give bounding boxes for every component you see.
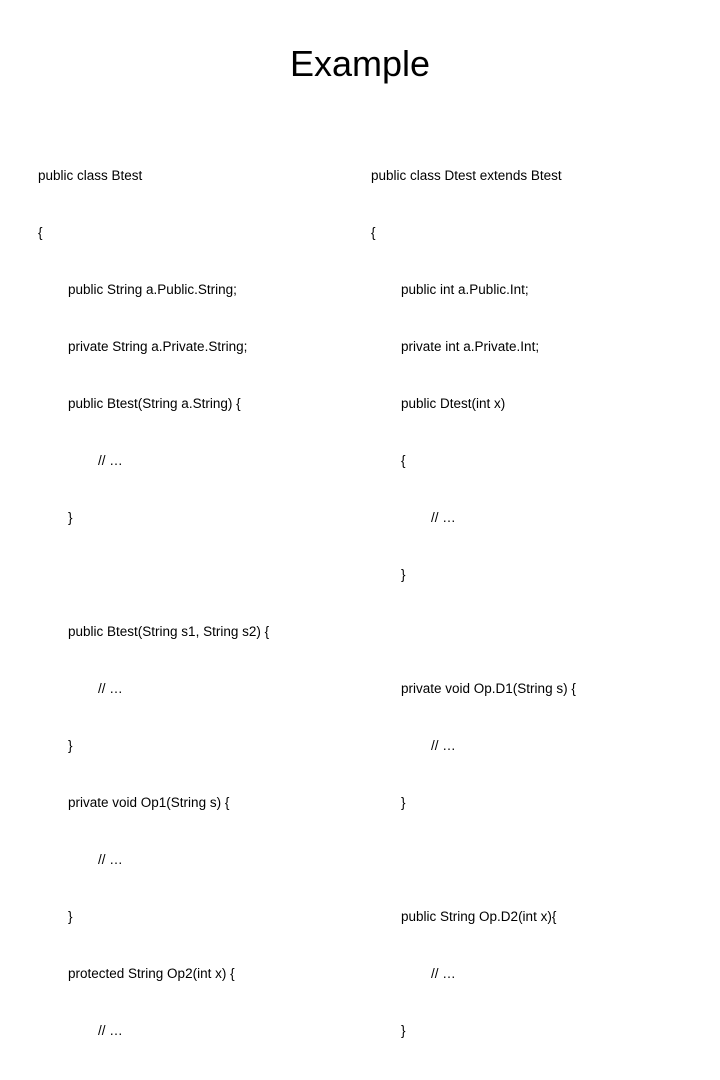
code-line: } (371, 567, 406, 582)
code-line: // … (371, 738, 456, 753)
page-title: Example (289, 43, 431, 84)
code-line: private String a.Private.String; (38, 339, 248, 354)
code-block-btest: public class Btest { public String a.Pub… (38, 128, 368, 1080)
code-line-blank (371, 622, 701, 641)
code-line: // … (38, 453, 123, 468)
code-line: } (38, 738, 73, 753)
code-line-blank (38, 565, 368, 584)
code-line: public Btest(String s1, String s2) { (38, 624, 270, 639)
code-line: // … (371, 510, 456, 525)
code-line: // … (38, 852, 123, 867)
code-line-blank (371, 1078, 701, 1080)
code-line: } (38, 510, 73, 525)
code-line: { (371, 225, 376, 240)
code-line-blank (371, 850, 701, 869)
code-line: public String Op.D2(int x){ (371, 909, 557, 924)
code-line: private int a.Private.Int; (371, 339, 540, 354)
code-line: // … (38, 1023, 123, 1038)
code-line: public Btest(String a.String) { (38, 396, 241, 411)
code-line: protected String Op2(int x) { (38, 966, 235, 981)
code-line: public String a.Public.String; (38, 282, 237, 297)
code-line: public int a.Public.Int; (371, 282, 529, 297)
code-line: private void Op.D1(String s) { (371, 681, 576, 696)
code-line: // … (38, 681, 123, 696)
code-line: } (371, 1023, 406, 1038)
code-line: } (38, 1078, 368, 1080)
code-line: private void Op1(String s) { (38, 795, 230, 810)
code-line: } (371, 795, 406, 810)
slide-canvas: Example public class Btest { public Stri… (38, 43, 576, 1038)
code-line: // … (371, 966, 456, 981)
code-line: { (371, 453, 406, 468)
code-line: public Dtest(int x) (371, 396, 506, 411)
code-line: } (38, 909, 73, 924)
code-line: public class Dtest extends Btest (371, 168, 562, 183)
code-line: { (38, 225, 43, 240)
code-line: public class Btest (38, 168, 143, 183)
code-block-dtest: public class Dtest extends Btest { publi… (371, 128, 701, 1080)
